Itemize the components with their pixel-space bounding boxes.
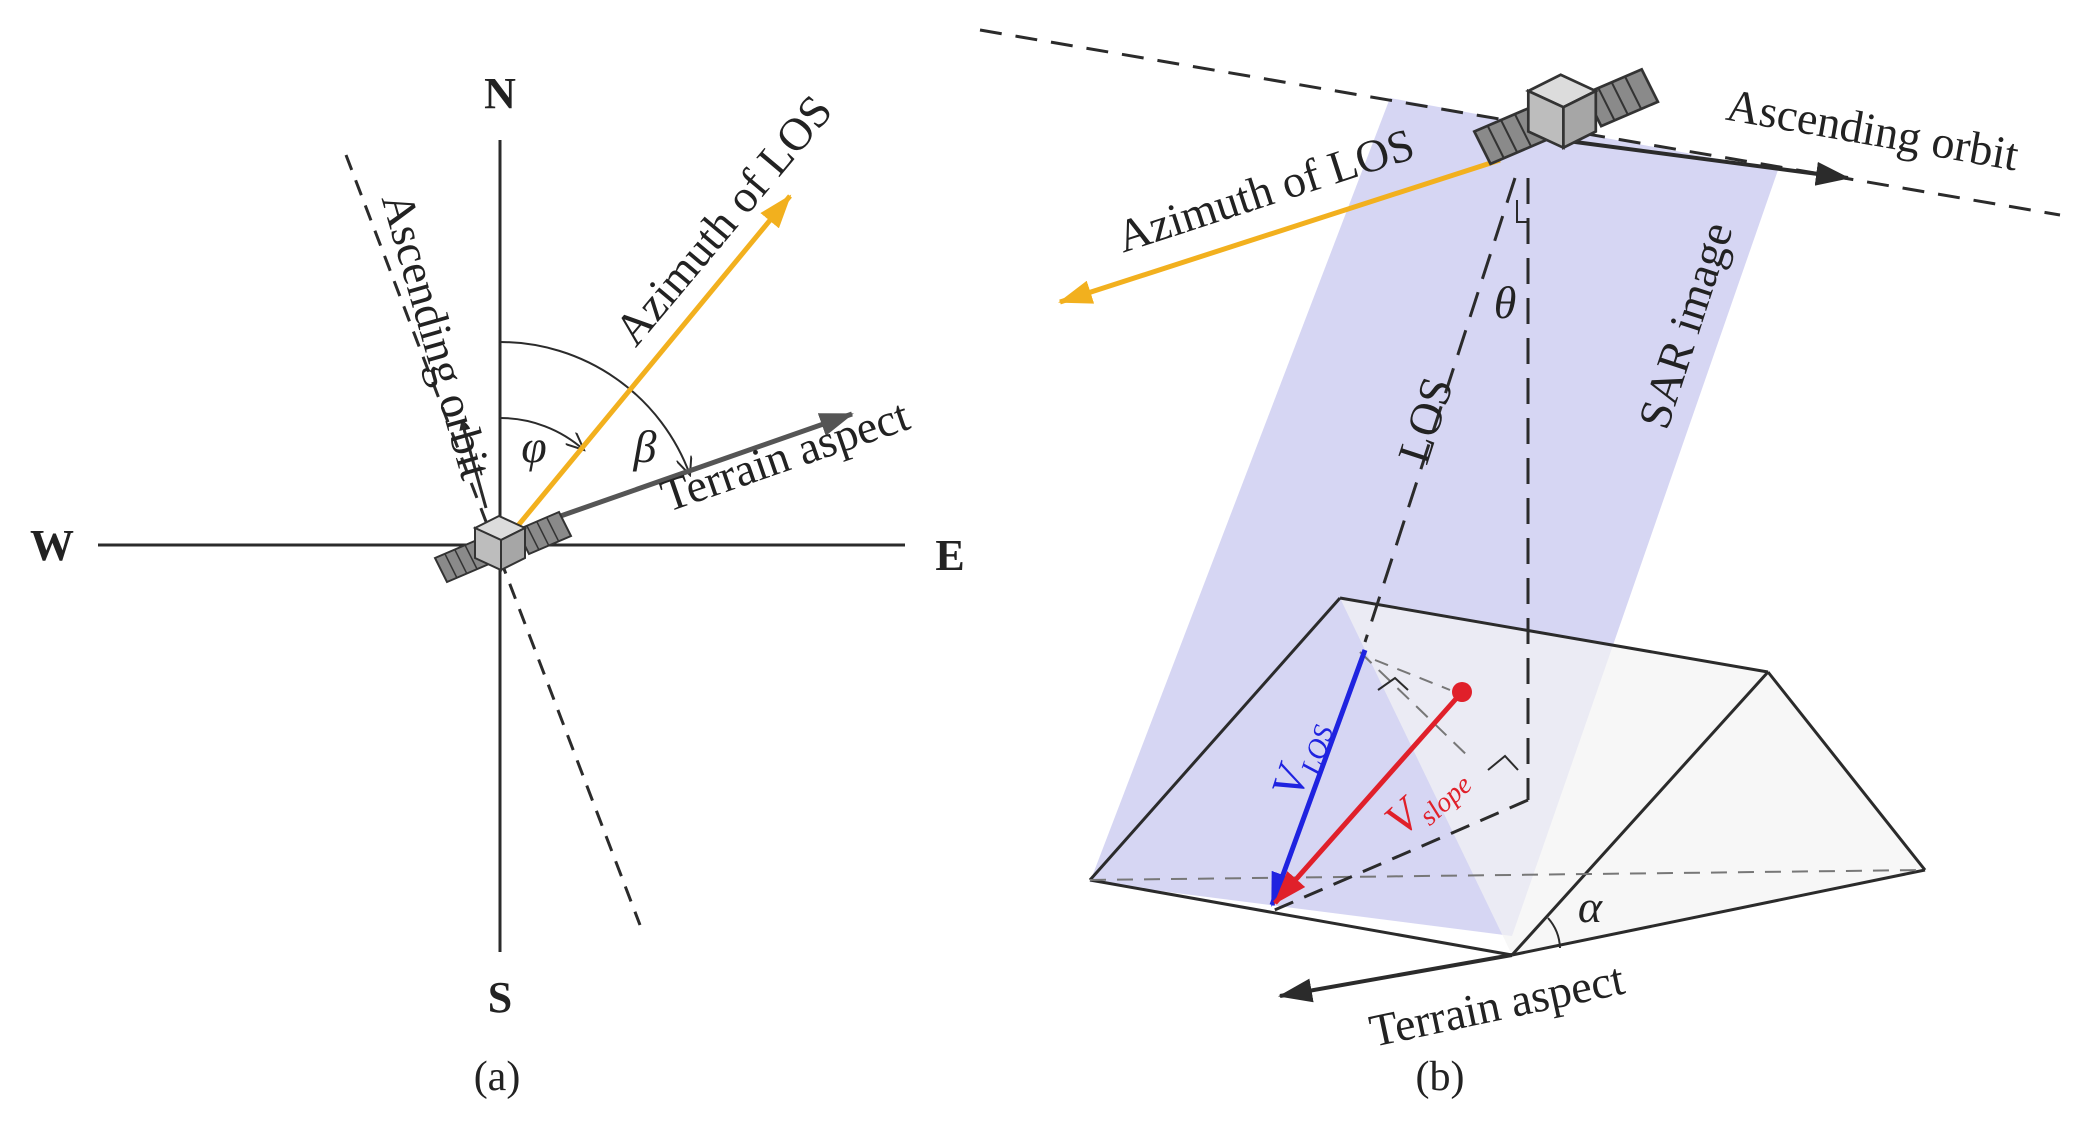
panel-b: Ascending orbit Azimuth of LOS SAR image… xyxy=(979,28,2061,1100)
theta-symbol: θ xyxy=(1494,277,1517,328)
azimuth-los-arrow xyxy=(514,194,792,530)
prism-back-slope xyxy=(1766,671,1927,871)
right-angle-marker xyxy=(1516,200,1528,223)
phi-arc xyxy=(499,416,584,450)
sar-image-plane xyxy=(1090,98,1778,936)
prism-front-base xyxy=(1089,878,1513,957)
caption-b: (b) xyxy=(1416,1054,1465,1100)
prism-front-ridge xyxy=(1088,597,1342,881)
projection-dashed-line-2 xyxy=(1374,659,1451,691)
beta-symbol: β xyxy=(633,421,657,472)
panel-a: N S W E Ascending orbit Azimuth of LOS T… xyxy=(30,69,965,1100)
ground-dashed-line xyxy=(1269,798,1529,914)
right-angle-marker-3 xyxy=(1377,676,1409,691)
alpha-symbol: α xyxy=(1578,881,1603,932)
ascending-orbit-arrow xyxy=(459,420,488,509)
v-slope-arrow xyxy=(1273,690,1464,905)
west-label: W xyxy=(30,521,74,570)
east-label: E xyxy=(935,531,964,580)
terrain-aspect-arrow xyxy=(1278,953,1513,1003)
prism-hidden-base xyxy=(1089,869,1926,881)
ascending-orbit-label: Ascending orbit xyxy=(372,187,502,485)
azimuth-los-label: Azimuth of LOS xyxy=(604,85,842,355)
terrain-aspect-label: Terrain aspect xyxy=(1365,953,1629,1057)
los-line xyxy=(1363,177,1517,643)
terrain-aspect-label: Terrain aspect xyxy=(654,389,915,521)
south-label: S xyxy=(488,973,512,1022)
prism-front-right-slope xyxy=(1510,670,1770,957)
prism-top-edge xyxy=(1339,596,1769,674)
north-label: N xyxy=(484,69,516,118)
satellite-icon xyxy=(434,511,572,583)
azimuth-los-arrow xyxy=(1058,157,1501,305)
right-angle-marker-2 xyxy=(1487,754,1519,771)
terrain-aspect-arrow xyxy=(531,411,854,529)
prism-back-base xyxy=(1511,868,1926,957)
ascending-orbit-arrow xyxy=(1559,138,1850,186)
caption-a: (a) xyxy=(474,1054,521,1100)
ground-point xyxy=(1452,682,1472,702)
v-los-arrow xyxy=(1269,649,1368,907)
beta-arc xyxy=(499,340,690,475)
phi-symbol: φ xyxy=(521,421,546,472)
alpha-arc xyxy=(1547,917,1561,949)
